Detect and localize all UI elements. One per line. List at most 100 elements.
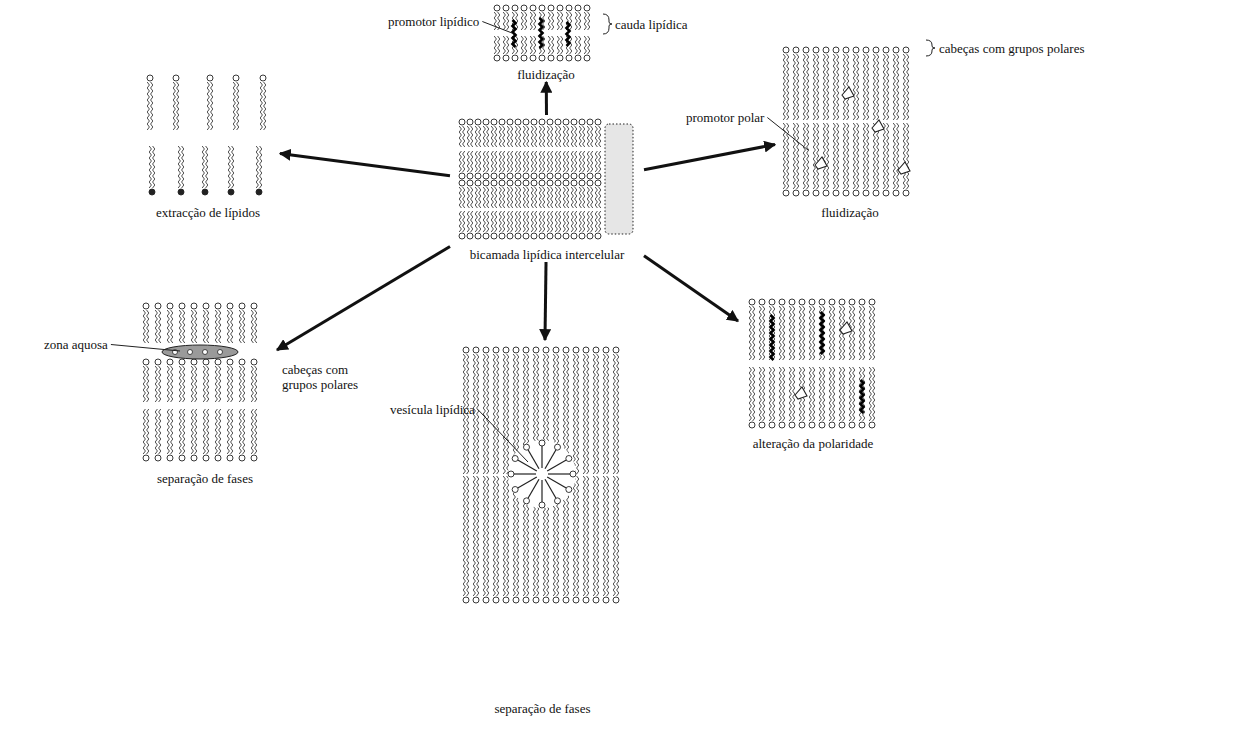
lipid-tail <box>534 12 536 30</box>
corneocyte-block <box>605 124 633 234</box>
lipid-tail <box>587 476 589 596</box>
extraction-figure <box>147 75 266 195</box>
polar-head <box>566 55 572 61</box>
lipid-tail <box>577 354 579 474</box>
lipid-molecule <box>523 151 529 179</box>
polar-head <box>167 303 173 309</box>
polar-head <box>143 455 149 461</box>
lipid-tail <box>499 126 501 147</box>
lipid-tail <box>563 151 565 172</box>
lipid-tail <box>514 473 536 474</box>
lipid-tail <box>883 54 885 120</box>
lipid-tail <box>575 12 577 30</box>
lipid-tail <box>579 211 581 232</box>
lipid-tail <box>471 211 473 232</box>
lipid-tail <box>467 476 469 596</box>
lipid-molecule <box>463 476 469 603</box>
lipid-tail <box>827 54 829 120</box>
lipid-tail <box>243 409 245 454</box>
polar-head <box>503 55 509 61</box>
leader-line <box>478 410 528 463</box>
lipid-tail <box>607 354 609 474</box>
lipid-molecule <box>903 123 909 196</box>
lipid-tail <box>530 36 532 54</box>
polar-head <box>873 47 879 53</box>
lipid-tail <box>903 54 905 120</box>
lipid-molecule <box>595 180 601 208</box>
polar-head <box>563 347 569 353</box>
polar-head <box>507 119 513 125</box>
lipid-tail <box>487 126 489 147</box>
lipid-tail <box>143 409 145 454</box>
figure-panel: separação de fases <box>453 340 632 716</box>
lipid-tail <box>191 366 193 402</box>
lipid-tail <box>479 151 481 172</box>
lipid-tail <box>473 354 475 474</box>
polar-head <box>233 75 239 81</box>
bracket <box>603 14 612 34</box>
lipid-tail <box>571 126 573 147</box>
polar-head <box>829 299 835 305</box>
lipid-tail <box>579 151 581 172</box>
lipid-tail <box>545 479 556 498</box>
lipid-tail <box>523 211 525 232</box>
polar-head <box>256 189 262 195</box>
polar-head <box>494 55 500 61</box>
lipid-tail <box>853 123 855 189</box>
polar-head <box>575 55 581 61</box>
polar-head <box>191 359 197 365</box>
lipid-tail <box>251 310 253 343</box>
lipid-molecule <box>579 211 585 239</box>
lipid-tail <box>803 123 805 189</box>
lipid-tail <box>599 187 601 208</box>
lipid-tail <box>579 187 581 208</box>
lipid-tail <box>584 12 586 30</box>
polar-head <box>557 5 563 11</box>
lipid-tail <box>153 146 155 188</box>
polar-head <box>227 455 233 461</box>
polar-head <box>503 347 509 353</box>
lipid-tail <box>583 126 585 147</box>
lipid-tail <box>515 187 517 208</box>
mechanism-arrow <box>280 153 450 175</box>
polar-head <box>155 303 161 309</box>
polar-head <box>813 190 819 196</box>
mechanism-arrow <box>545 82 548 115</box>
lipid-molecule <box>143 359 149 402</box>
lipid-molecule <box>191 409 197 461</box>
lipid-tail <box>787 54 789 120</box>
lipid-tail <box>903 123 905 189</box>
figure-panel: extracção de lípidos <box>136 68 280 220</box>
lipid-tail <box>561 12 563 30</box>
lipid-tail <box>232 146 234 188</box>
lipid-tail <box>243 310 245 343</box>
polar-head <box>523 597 529 603</box>
lipid-tail <box>182 146 184 188</box>
lipid-molecule <box>843 123 849 196</box>
lipid-molecule <box>483 211 489 239</box>
lipid-tail <box>527 211 529 232</box>
lipid-tail <box>559 187 561 208</box>
lipid-molecule <box>769 299 775 360</box>
polar-head <box>869 299 875 305</box>
lipid-tail <box>555 151 557 172</box>
lipid-tail <box>171 366 173 402</box>
lipid-tail <box>231 310 233 343</box>
lipid-tail <box>541 446 542 468</box>
polar-head <box>759 299 765 305</box>
polar-head <box>515 119 521 125</box>
lipid-tail <box>575 187 577 208</box>
polar-head <box>239 303 245 309</box>
lipid-tail <box>877 123 879 189</box>
lipid-molecule <box>575 36 581 61</box>
polar-head <box>459 173 465 179</box>
lipid-tail <box>859 306 861 360</box>
lipid-molecule <box>587 151 593 179</box>
polar-head <box>188 350 193 355</box>
polar-head <box>191 455 197 461</box>
lipid-molecule <box>829 367 835 428</box>
panel-caption: separação de fases <box>157 471 253 486</box>
lipid-tail <box>179 409 181 454</box>
lipid-tail <box>547 477 566 488</box>
lipid-tail <box>579 126 581 147</box>
